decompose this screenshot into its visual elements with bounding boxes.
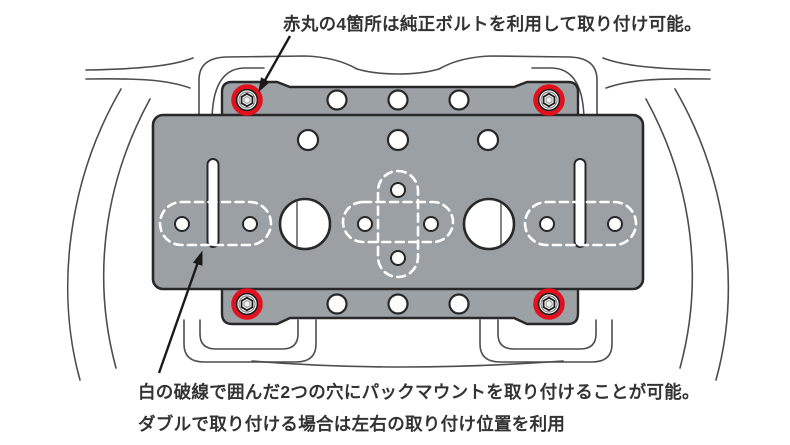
small-hole [607,216,623,232]
big-hole-left [278,197,332,251]
carrier-bottom-arc [251,360,564,368]
bottom-callout-arrowhead-icon [192,250,203,266]
top-bar-hole [448,89,470,111]
right-top-body-line-1 [602,57,711,71]
pack-mount-outline-left [158,200,273,247]
callout-arrows [157,35,292,374]
bottom-right-pad-inner [497,319,597,350]
top-bar-hole [326,89,348,111]
pack-mount-dashed-outlines [158,169,638,279]
top-callout-line [262,35,292,83]
carrier-top-inner-corner-right [531,67,585,123]
top-mounting-bar [220,80,580,120]
small-hole [390,250,406,266]
top-bar-hole [387,89,409,111]
top-callout-arrowhead-icon [258,77,270,93]
left-body-curve-outer [66,88,122,381]
bottom-note-line2-text: ダブルで取り付ける場合は左右の取り付け位置を利用 [138,414,565,434]
carrier-top-outline [198,55,598,123]
pack-mount-outline-center-vertical [376,169,420,279]
bottom-left-pad-inner [199,319,299,350]
right-body-curve-outer [674,88,730,381]
bottom-bar-hole [387,293,409,315]
plate-top-hole [386,128,410,152]
bolt-bottom-right [536,291,563,318]
small-hole [423,216,439,232]
bottom-right-pad-outer [479,319,613,363]
left-body-curve-inner [102,98,151,369]
small-hole [357,216,373,232]
bolt-top-right [536,87,563,114]
right-body-curve-inner [645,98,694,369]
pack-mount-outline-center-horizontal [341,200,455,244]
top-note-text: 赤丸の4箇所は純正ボルトを利用して取り付け可能。 [283,14,702,34]
bolt-bottom-left [234,291,261,318]
bottom-bar-hole [448,293,470,315]
carrier-top-inner-corner-left [211,67,265,123]
plate-top-hole [296,128,320,152]
small-hole [539,216,555,232]
bolt-top-left [234,87,261,114]
right-top-body-line-2 [605,77,711,89]
plate-top-hole [476,128,500,152]
bottom-note-line1-text: 白の破線で囲んだ2つの穴にパックマウントを取り付けることが可能。 [138,382,700,402]
small-hole [174,216,190,232]
bottom-left-pad-outer [183,319,317,363]
big-hole-right [462,197,516,251]
annotation-texts: 赤丸の4箇所は純正ボルトを利用して取り付け可能。 白の破線で囲んだ2つの穴にパッ… [138,14,702,434]
small-hole [390,182,406,198]
pack-mount-outline-right [523,200,638,247]
small-hole [242,216,258,232]
bottom-mounting-bar [220,285,580,326]
left-top-body-line-2 [85,77,191,89]
left-top-body-line-1 [85,57,194,71]
bottom-bar-hole [326,293,348,315]
vehicle-background-outline [66,55,730,381]
bottom-callout-line [157,261,200,374]
